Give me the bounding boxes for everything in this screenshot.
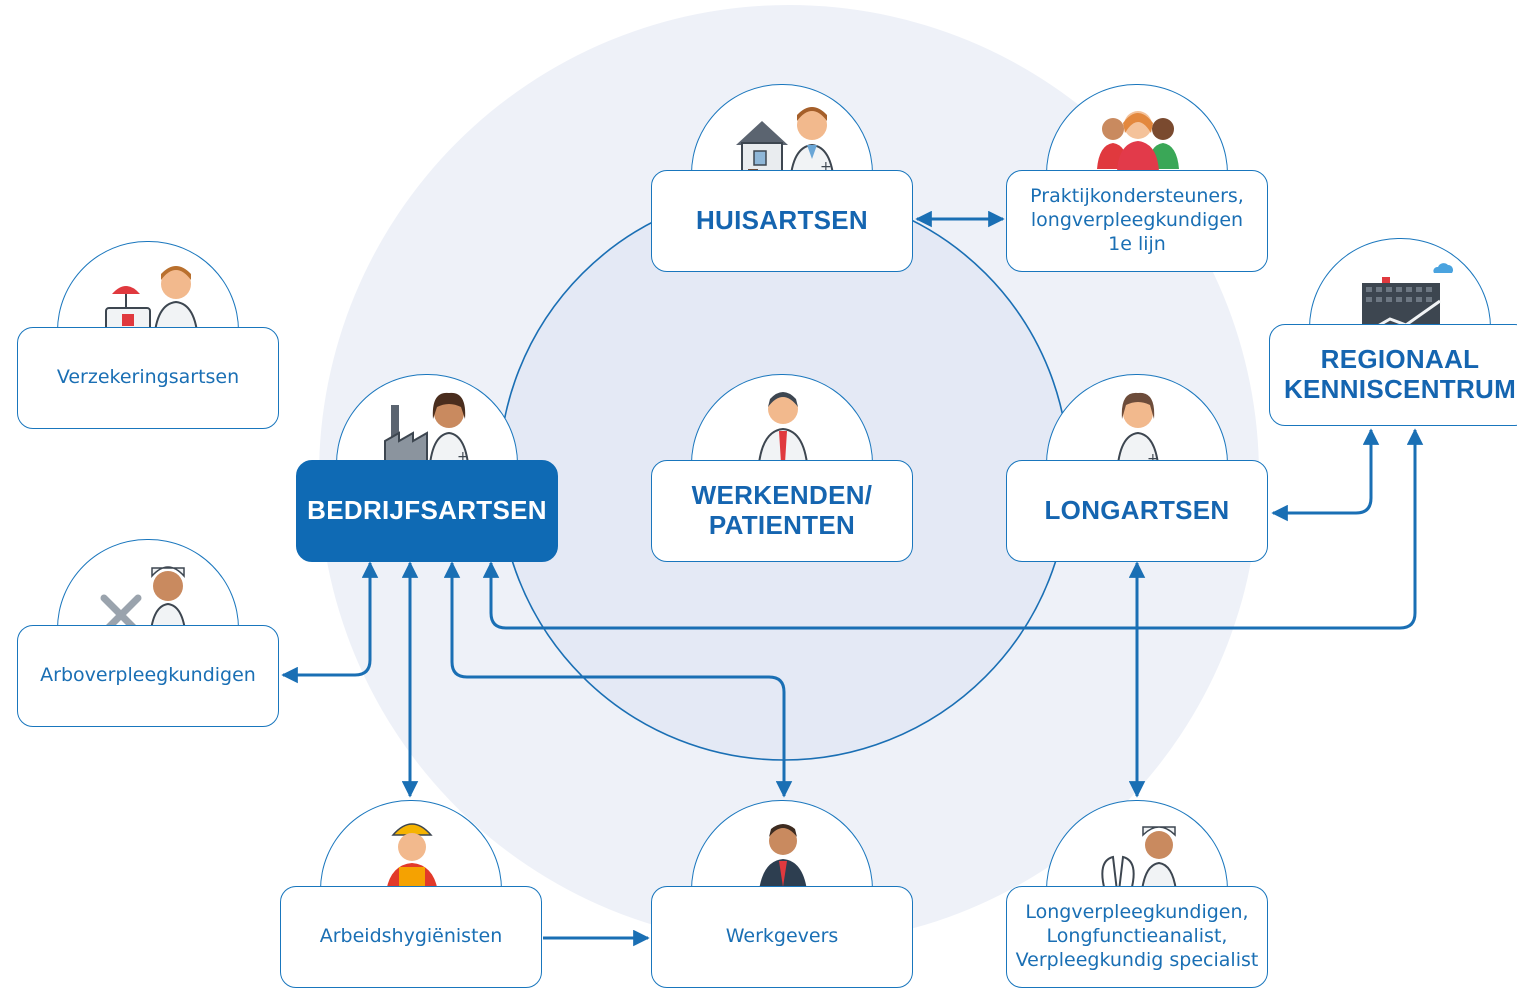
werkgevers-label: Werkgevers	[725, 925, 839, 948]
arrow-longartsen-regionaal	[1271, 428, 1380, 522]
node-praktijkondersteuners[interactable]: Praktijkondersteuners, longverpleegkundi…	[1006, 84, 1268, 272]
arbeidshygienisten-box: Arbeidshygiënisten	[280, 886, 542, 988]
longartsen-box: LONGARTSEN	[1006, 460, 1268, 562]
arboverpleegkundigen-box: Arboverpleegkundigen	[17, 625, 279, 727]
factory-doctor-icon: +	[336, 374, 518, 474]
verzekeringsartsen-label: Verzekeringsartsen	[56, 366, 240, 389]
node-verzekeringsartsen[interactable]: Verzekeringsartsen	[17, 241, 279, 429]
node-werkgevers[interactable]: Werkgevers	[651, 800, 913, 988]
worker-icon	[691, 374, 873, 474]
werkenden-label: WERKENDEN/ PATIENTEN	[691, 480, 873, 540]
arrow-bedrijfsartsen-regionaal	[482, 428, 1424, 630]
arrow-bedrijfsartsen-arboverpleegkundigen	[281, 561, 379, 684]
node-huisartsen[interactable]: + HUISARTSEN	[651, 84, 913, 272]
svg-text:+: +	[457, 449, 469, 465]
node-longverpleegkundigen[interactable]: Longverpleegkundigen, Longfunctieanalist…	[1006, 800, 1268, 988]
node-werkenden-patienten[interactable]: WERKENDEN/ PATIENTEN	[651, 374, 913, 562]
group-people-icon	[1046, 84, 1228, 184]
bedrijfsartsen-box: BEDRIJFSARTSEN	[296, 460, 558, 562]
bedrijfsartsen-label: BEDRIJFSARTSEN	[307, 495, 547, 526]
node-longartsen[interactable]: + LONGARTSEN	[1006, 374, 1268, 562]
insurance-doctor-icon	[57, 241, 239, 341]
gp-house-doctor-icon: +	[691, 84, 873, 184]
werkenden-box: WERKENDEN/ PATIENTEN	[651, 460, 913, 562]
praktijk-box: Praktijkondersteuners, longverpleegkundi…	[1006, 170, 1268, 272]
svg-text:+: +	[1147, 451, 1159, 467]
node-arbeidshygienisten[interactable]: Arbeidshygiënisten	[280, 800, 542, 988]
regionaal-label: REGIONAAL KENNISCENTRUM	[1283, 344, 1517, 404]
construction-worker-icon	[320, 800, 502, 900]
longverpleegkundigen-box: Longverpleegkundigen, Longfunctieanalist…	[1006, 886, 1268, 988]
lung-nurse-icon	[1046, 800, 1228, 900]
longverpleegkundigen-label: Longverpleegkundigen, Longfunctieanalist…	[1015, 901, 1259, 971]
huisartsen-box: HUISARTSEN	[651, 170, 913, 272]
huisartsen-label: HUISARTSEN	[695, 205, 868, 236]
longartsen-label: LONGARTSEN	[1044, 495, 1230, 526]
lung-doctor-icon: +	[1046, 374, 1228, 474]
nurse-tools-icon	[57, 539, 239, 639]
arbeidshygienisten-label: Arbeidshygiënisten	[319, 925, 503, 948]
svg-text:+: +	[820, 159, 832, 175]
employer-icon	[691, 800, 873, 900]
arboverpleegkundigen-label: Arboverpleegkundigen	[40, 664, 256, 687]
arrow-bedrijfsartsen-werkgevers	[443, 561, 793, 798]
praktijk-label: Praktijkondersteuners, longverpleegkundi…	[1030, 185, 1244, 255]
verzekeringsartsen-box: Verzekeringsartsen	[17, 327, 279, 429]
regionaal-box: REGIONAAL KENNISCENTRUM	[1269, 324, 1517, 426]
building-icon	[1309, 238, 1491, 338]
node-bedrijfsartsen[interactable]: + BEDRIJFSARTSEN	[296, 374, 558, 562]
werkgevers-box: Werkgevers	[651, 886, 913, 988]
node-regionaal-kenniscentrum[interactable]: REGIONAAL KENNISCENTRUM	[1269, 238, 1517, 426]
node-arboverpleegkundigen[interactable]: Arboverpleegkundigen	[17, 539, 279, 727]
